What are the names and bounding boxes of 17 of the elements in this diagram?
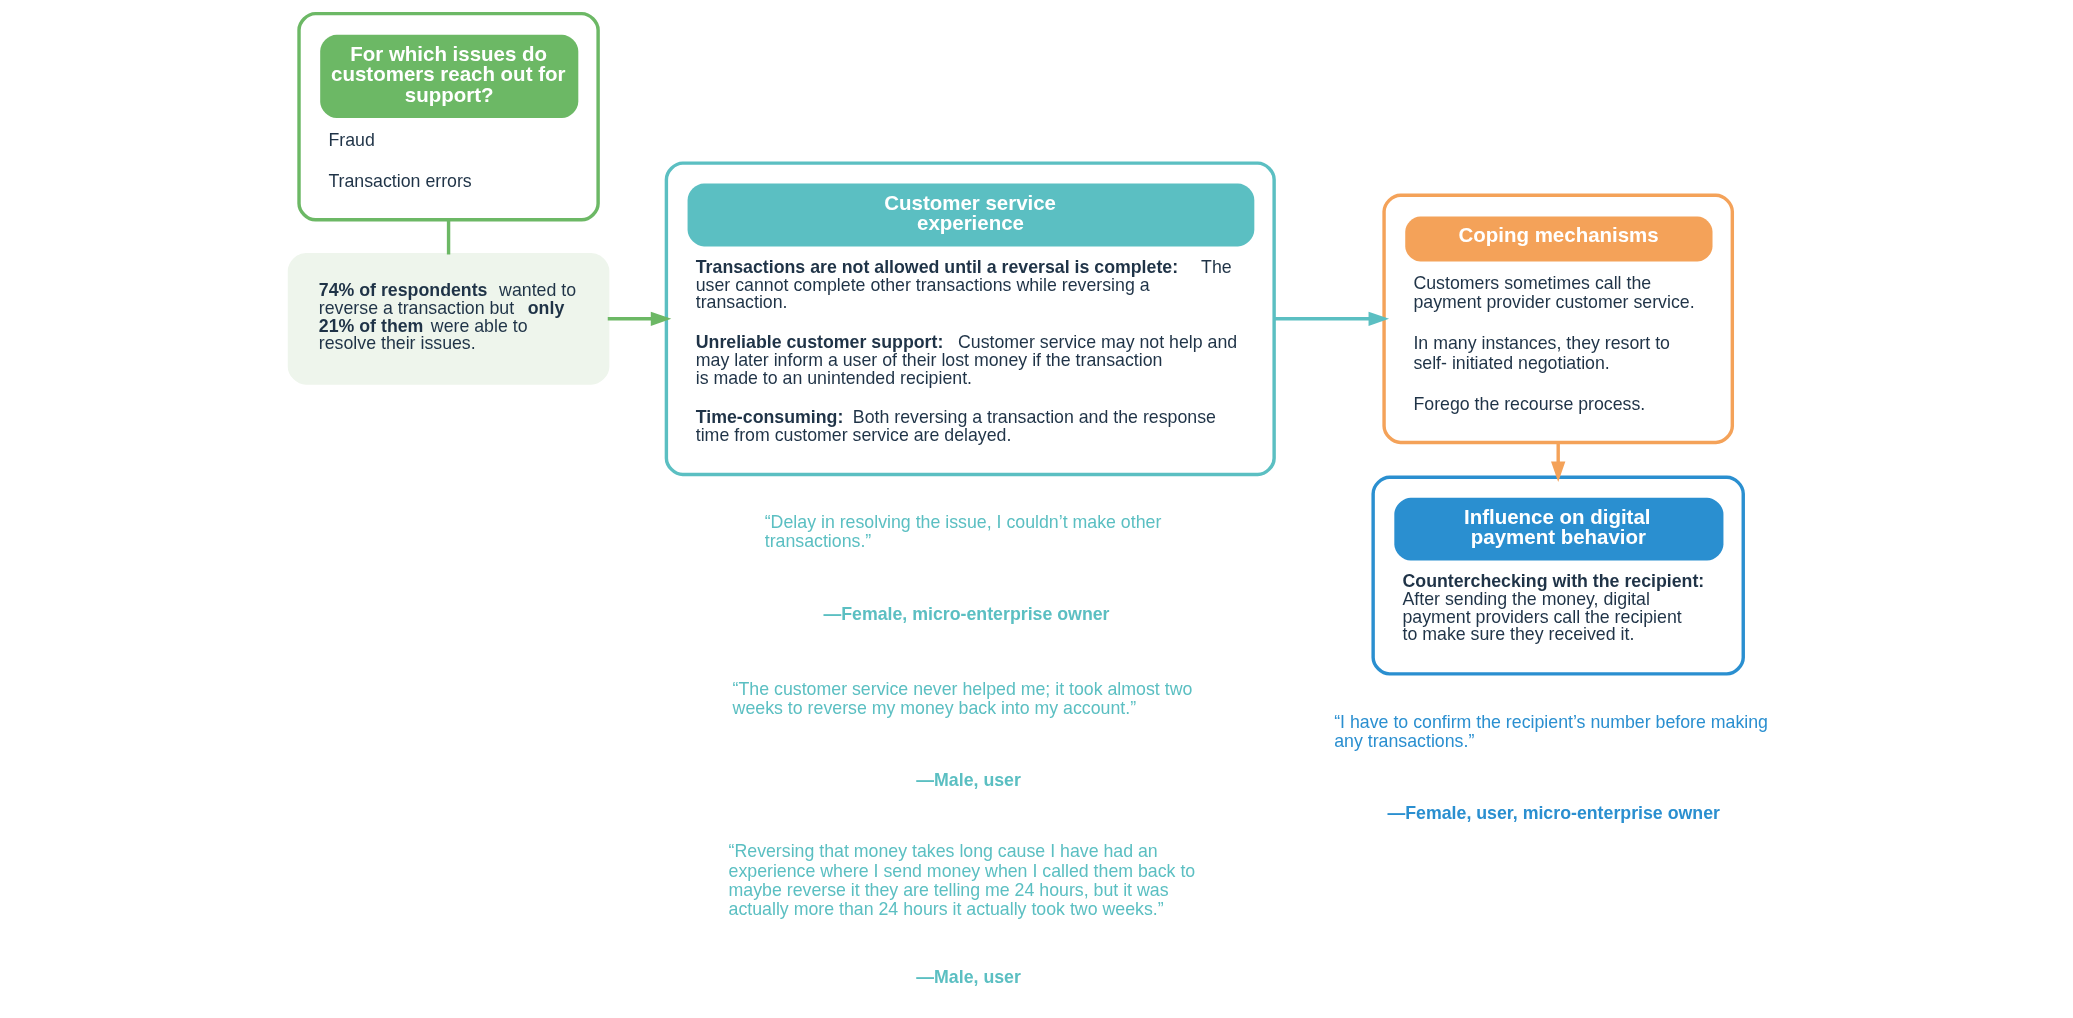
label: —Female, micro-enterprise owner — [823, 603, 1110, 624]
label: —Male, user — [916, 770, 1021, 791]
label: —Female, user, micro-enterprise owner — [1387, 803, 1720, 824]
connector — [446, 220, 451, 255]
arrow — [1551, 442, 1566, 482]
label: “Reversing that money takes long cause I have had an experience where I send money when I called them back to maybe reverse it they are telling me 24 hours, but it was actually more than 24 hours it actually took two weeks.” — [728, 841, 1196, 919]
arrow — [1274, 311, 1390, 326]
label: “I have to confirm the recipient’s number before making any transactions.” — [1334, 711, 1768, 751]
label: “Delay in resolving the issue, I couldn’t make other transactions.” — [764, 512, 1162, 552]
label: “The customer service never helped me; it took almost two weeks to reverse my money back into my account.” — [732, 678, 1193, 719]
node-box: 74% of respondents wanted to reverse a transaction but only 21% of them were able to resolve their issues. — [287, 252, 610, 385]
node-box: Influence on digital payment behavior Counterchecking with the recipient: After sending the money, digital payment providers call the recipient to make sure they received it. — [1371, 475, 1745, 676]
node-box: For which issues do customers reach out for support? Fraud Transaction errors — [297, 11, 600, 222]
node-box: Coping mechanisms Customers sometimes call the payment provider customer service. In many instances, they resort to self- initiated negotiation. Forego the recourse process. — [1382, 193, 1735, 445]
node-box: Customer service experience Transactions are not allowed until a reversal is complete: The user cannot complete other transactions while reversing a transaction. Unreliable customer support: Customer service may not help and may later inform a user of their lost money if the transaction is made to an unintended recipient. Time-consuming: Both reversing a transaction and the response time from customer service are delayed. — [664, 161, 1276, 477]
label: —Male, user — [916, 967, 1021, 988]
arrow — [607, 311, 672, 326]
